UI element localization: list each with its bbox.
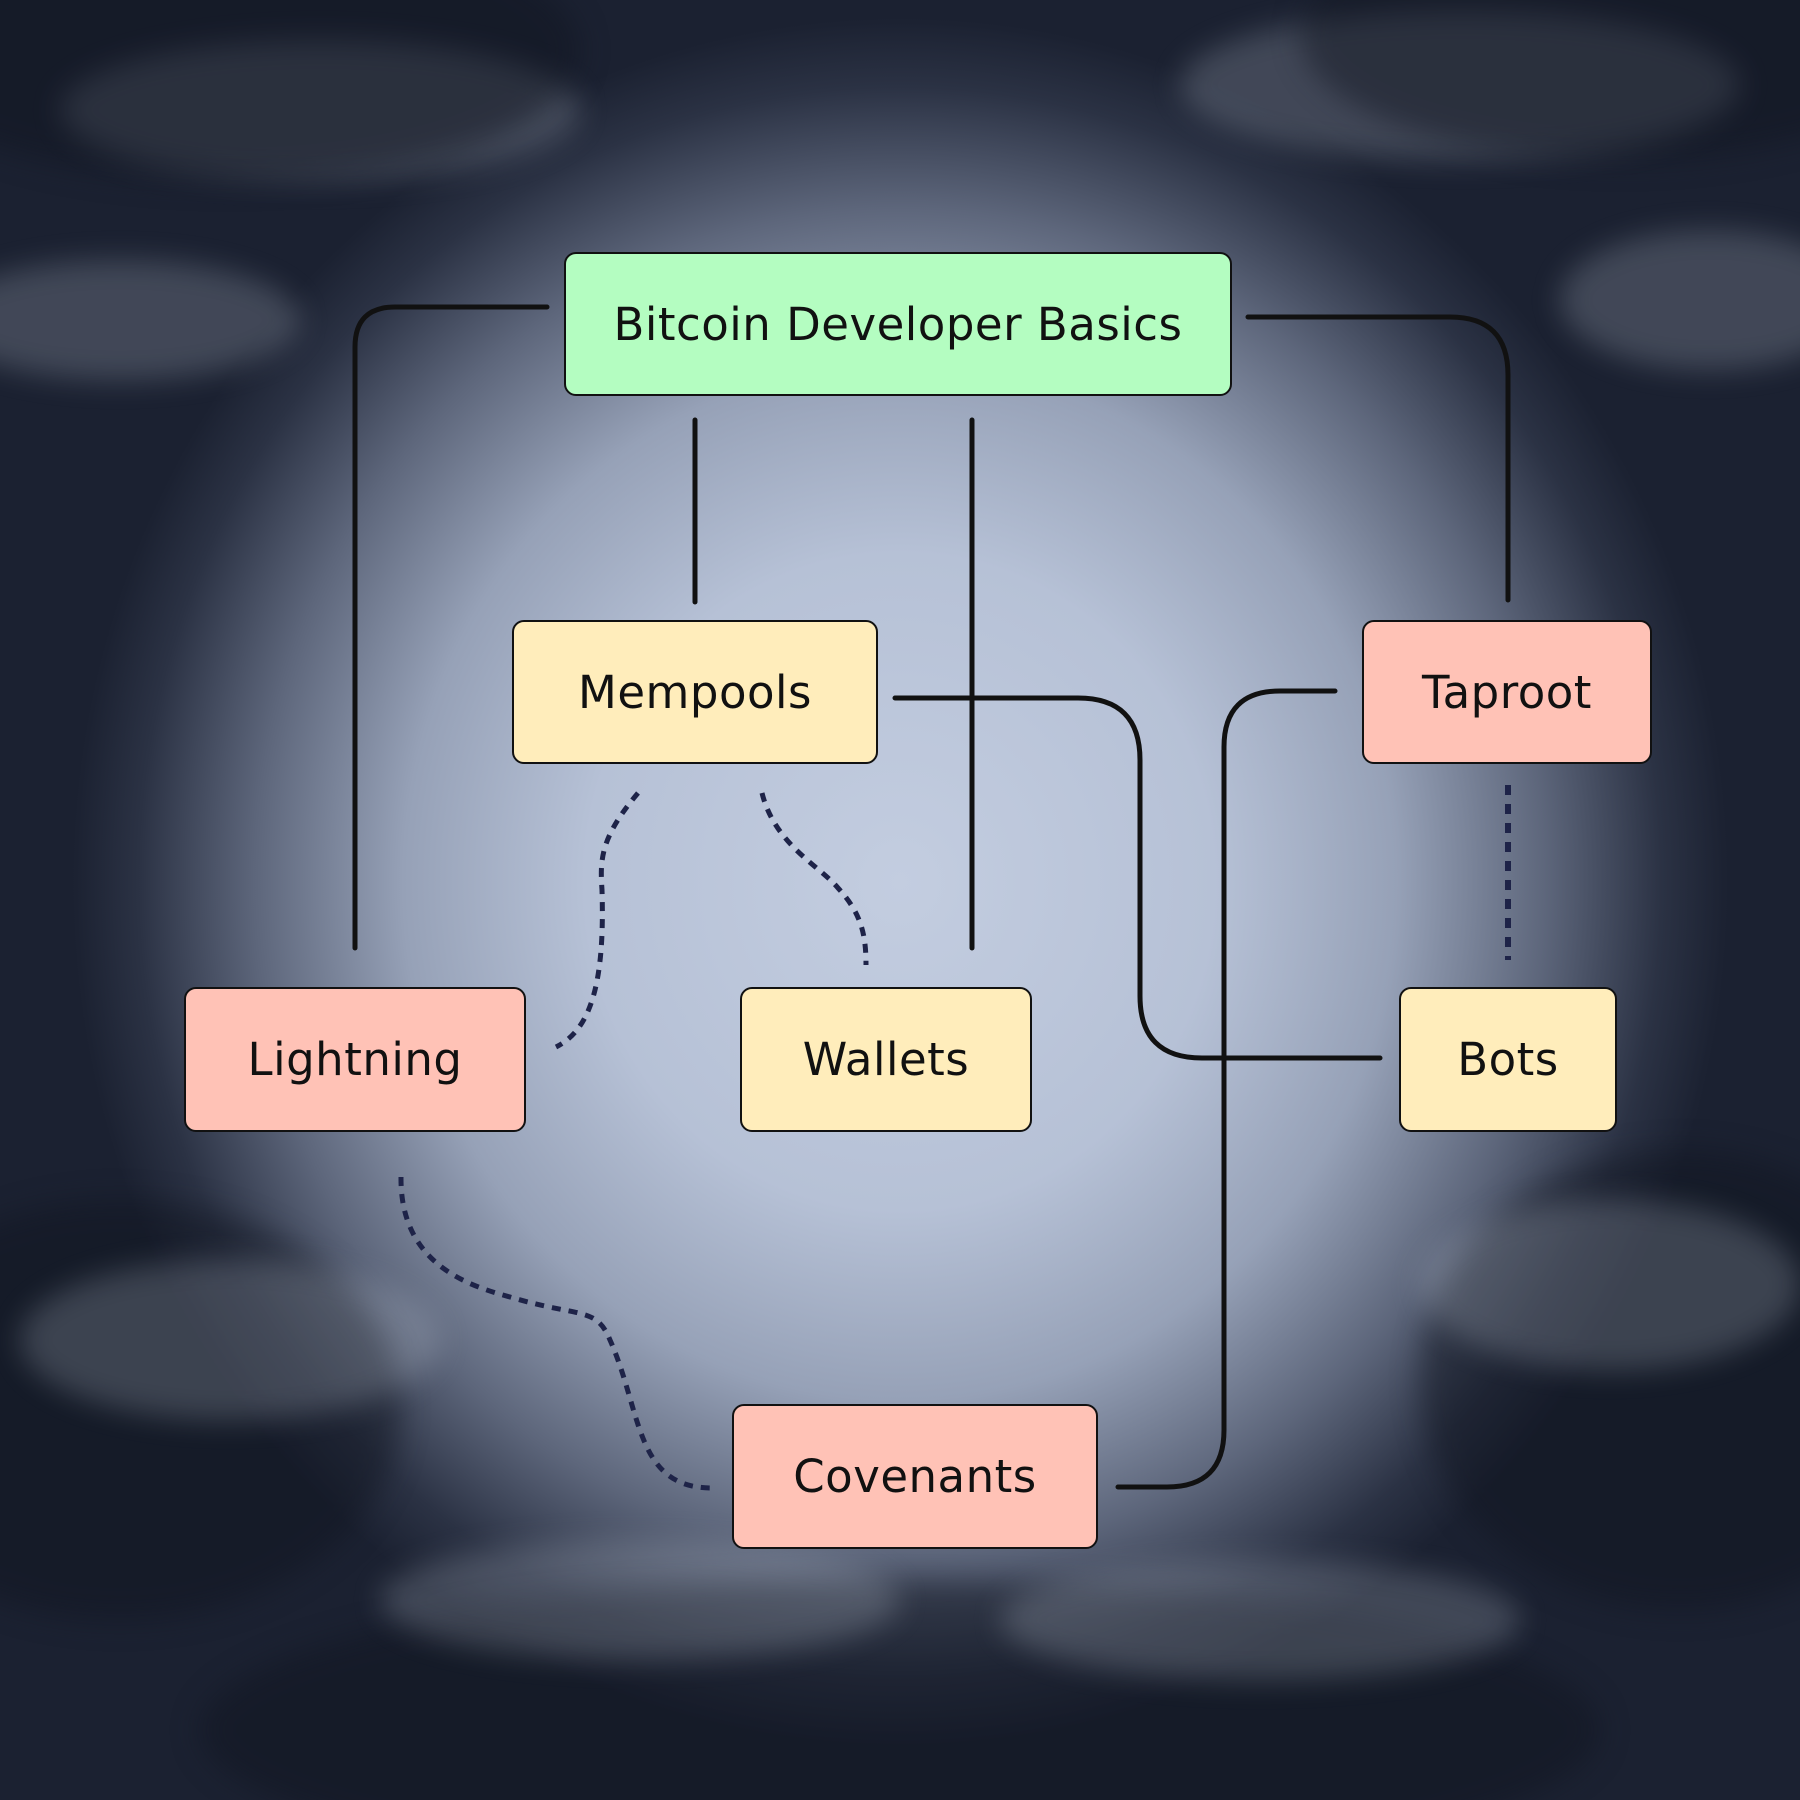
node-bots: Bots: [1399, 987, 1617, 1132]
node-lightning-label: Lightning: [247, 1033, 463, 1086]
node-taproot-label: Taproot: [1422, 665, 1592, 719]
edge-mempools-lightning: [554, 791, 640, 1050]
node-wallets: Wallets: [740, 987, 1032, 1132]
node-mempools: Mempools: [512, 620, 878, 764]
edge-lightning-covenants: [398, 1176, 713, 1491]
node-covenants: Covenants: [732, 1404, 1098, 1549]
node-covenants-label: Covenants: [793, 1450, 1037, 1503]
edge-mempools-wallets: [759, 792, 869, 966]
node-mempools-label: Mempools: [578, 665, 812, 719]
node-taproot: Taproot: [1362, 620, 1652, 764]
edge-taproot-covenants: [1115, 688, 1338, 1490]
edge-basics-taproot: [1245, 314, 1511, 603]
node-bitcoin-developer-basics-label: Bitcoin Developer Basics: [613, 297, 1183, 351]
node-bots-label: Bots: [1457, 1033, 1559, 1086]
node-lightning: Lightning: [184, 987, 526, 1132]
edge-basics-lightning: [352, 304, 550, 951]
node-bitcoin-developer-basics: Bitcoin Developer Basics: [564, 252, 1232, 396]
edge-mempools-bots: [892, 695, 1383, 1061]
node-wallets-label: Wallets: [802, 1033, 970, 1086]
